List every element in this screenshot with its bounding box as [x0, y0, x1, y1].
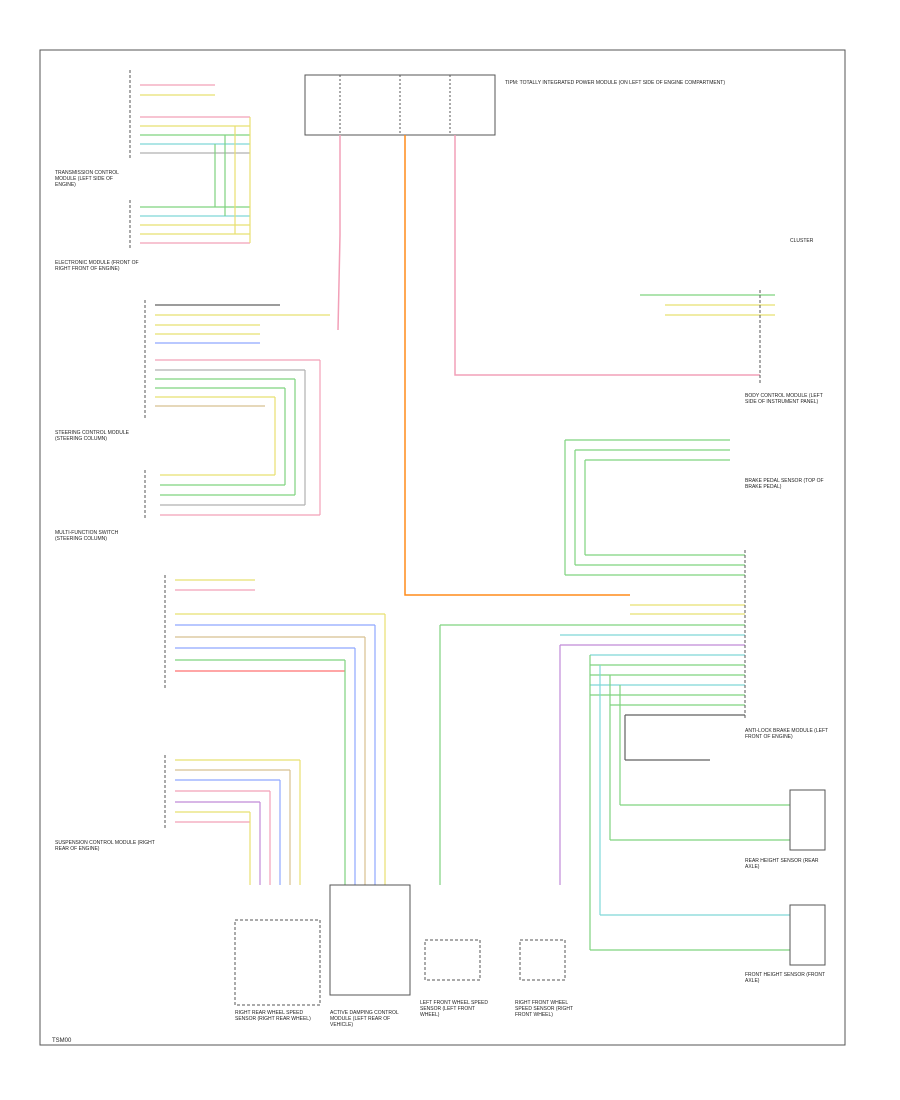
suspension-wires: [175, 579, 386, 885]
active-damping-label: ACTIVE DAMPING CONTROL MODULE (LEFT REAR…: [330, 1010, 399, 1028]
wire-orange-main: [404, 135, 630, 596]
right-rear-sensor-label: RIGHT REAR WHEEL SPEED SENSOR (RIGHT REA…: [235, 1010, 311, 1022]
tipm-label: TIPM: TOTALLY INTEGRATED POWER MODULE (O…: [505, 80, 726, 86]
page-id: TSM00: [52, 1038, 72, 1044]
electronic-module-wires: [155, 304, 330, 516]
wheel-lf-label: LEFT FRONT WHEEL SPEED SENSOR (LEFT FRON…: [420, 1000, 488, 1018]
transmission-wires: [140, 84, 251, 244]
abs-wires: [439, 294, 790, 951]
right-front-sensor-box: [519, 939, 566, 981]
suspension-connector-box: [234, 919, 321, 1006]
cluster-label: CLUSTER: [790, 238, 814, 244]
body-control-label: BODY CONTROL MODULE (LEFT SIDE OF INSTRU…: [745, 393, 823, 405]
front-height-sensor-box: [789, 904, 826, 966]
abs-module-label: ANTI-LOCK BRAKE MODULE (LEFT FRONT OF EN…: [745, 728, 828, 740]
rear-height-label: REAR HEIGHT SENSOR (REAR AXLE): [745, 858, 819, 870]
steering-control-label: STEERING CONTROL MODULE (STEERING COLUMN…: [55, 430, 129, 442]
front-height-label: FRONT HEIGHT SENSOR (FRONT AXLE): [745, 972, 826, 984]
diagram-frame: [39, 49, 846, 1046]
brake-sensor-label: BRAKE PEDAL SENSOR (TOP OF BRAKE PEDAL): [745, 478, 824, 490]
rear-height-sensor-box: [789, 789, 826, 851]
multi-function-label: MULTI-FUNCTION SWITCH (STEERING COLUMN): [55, 530, 119, 542]
wire-pink-main: [337, 135, 341, 331]
wire-pink-right: [454, 135, 760, 376]
left-front-sensor-box: [424, 939, 481, 981]
electronic-module-label: ELECTRONIC MODULE (FRONT OF RIGHT FRONT …: [55, 260, 139, 272]
transmission-label: TRANSMISSION CONTROL MODULE (LEFT SIDE O…: [55, 170, 119, 188]
active-damping-box: [329, 884, 411, 996]
suspension-control-label: SUSPENSION CONTROL MODULE (RIGHT REAR OF…: [55, 840, 155, 852]
wheel-rf-label: RIGHT FRONT WHEEL SPEED SENSOR (RIGHT FR…: [515, 1000, 573, 1018]
